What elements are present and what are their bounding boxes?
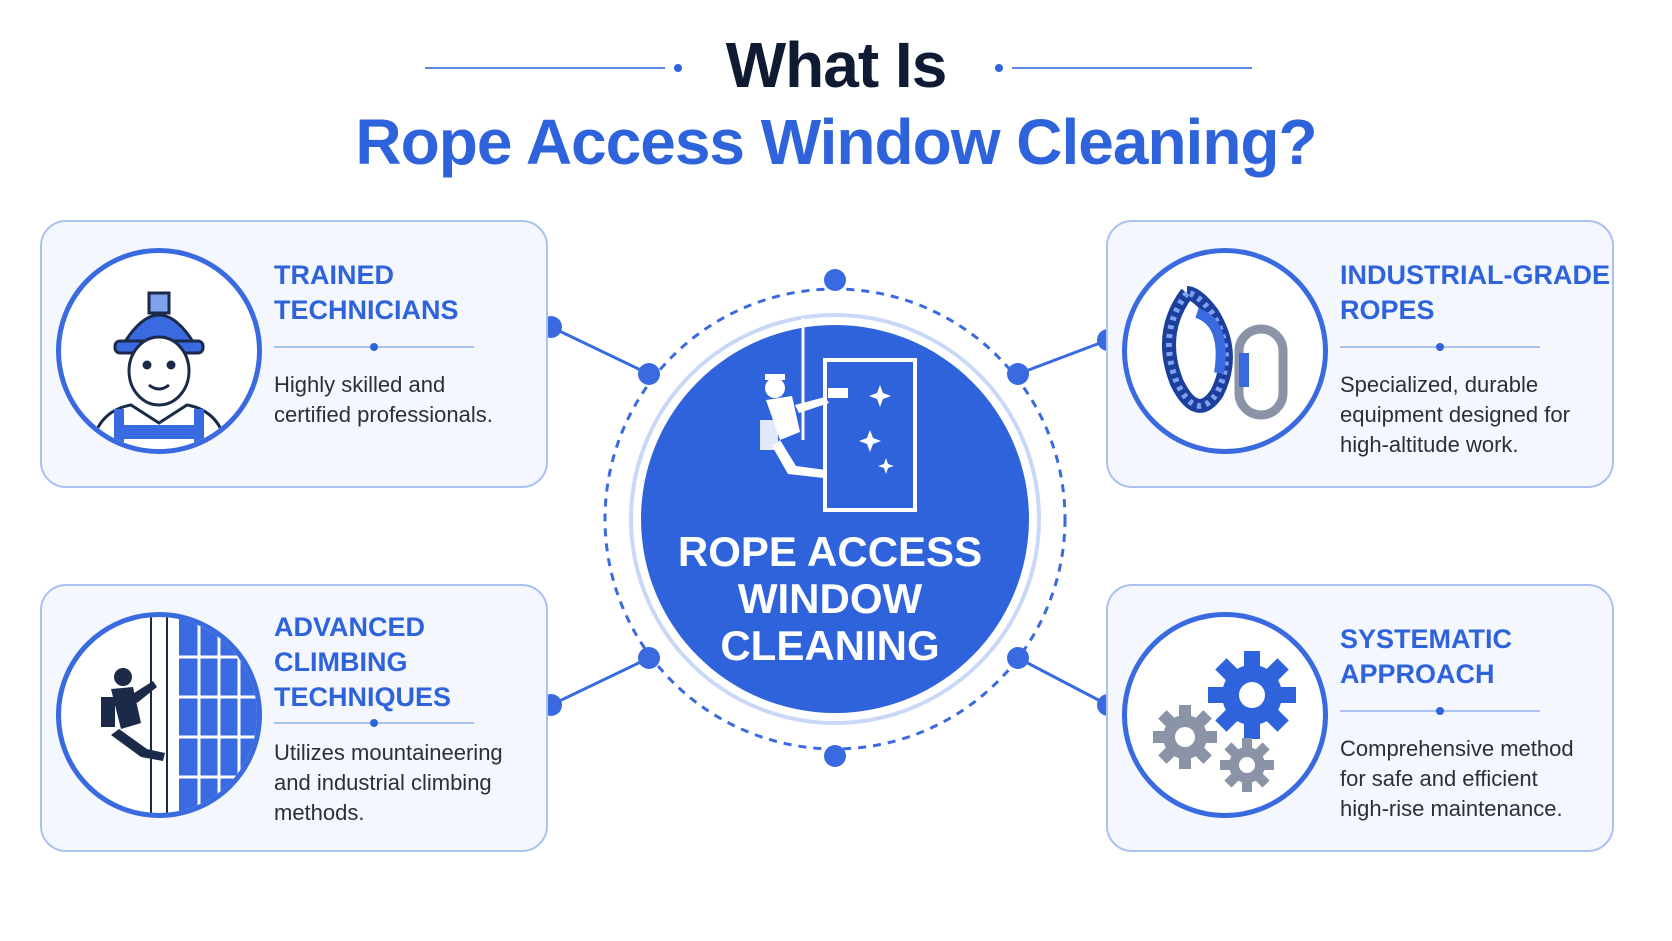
card-description: Highly skilled and certified professiona… [274,372,493,427]
connector-advanced-climbing [550,656,650,707]
card-advanced-climbing-techniques: ADVANCED CLIMBING TECHNIQUES Utilizes mo… [40,584,548,852]
title-decoration-left-line [425,67,665,69]
hub-center-circle [641,325,1029,713]
card-description: Comprehensive method for safe and effici… [1340,736,1574,821]
card-divider [274,343,474,351]
title-decoration-right-line [1012,67,1252,69]
card-title: INDUSTRIAL-GRADE ROPES [1340,260,1610,325]
gears-icon [1122,612,1328,818]
card-description: Utilizes mountaineering and industrial c… [274,740,503,825]
ring-dot-top [824,269,846,291]
connector-dot [638,363,660,385]
hub-label: ROPE ACCESS WINDOW CLEANING [677,528,983,669]
page-title-line2: Rope Access Window Cleaning? [355,106,1317,178]
page-title-line1: What Is [725,29,948,101]
card-description: Specialized, durable equipment designed … [1340,372,1570,457]
connector-dot [1007,647,1029,669]
card-title: TRAINED TECHNICIANS [274,260,459,325]
card-industrial-grade-ropes: INDUSTRIAL-GRADE ROPES Specialized, dura… [1106,220,1614,488]
connector-dot [1007,363,1029,385]
climber-building-icon [56,612,262,818]
title-decoration-left-dot [674,64,682,72]
connector-systematic-approach [1017,656,1109,707]
connector-dot [638,647,660,669]
card-title: SYSTEMATIC APPROACH [1340,624,1513,689]
card-divider [1340,707,1540,715]
card-title: ADVANCED CLIMBING TECHNIQUES [274,612,452,712]
connector-trained-technicians [550,325,650,376]
card-trained-technicians: TRAINED TECHNICIANS Highly skilled and c… [40,220,548,488]
rope-carabiner-icon [1122,248,1328,454]
rope-access-worker-window-icon [760,318,917,512]
title-decoration-right-dot [995,64,1003,72]
card-divider [1340,343,1540,351]
connector-industrial-grade-ropes [1017,338,1109,376]
ring-dot-bottom [824,745,846,767]
card-divider [274,719,474,727]
technician-hardhat-icon [56,248,262,454]
card-systematic-approach: SYSTEMATIC APPROACH Comprehensive method… [1106,584,1614,852]
